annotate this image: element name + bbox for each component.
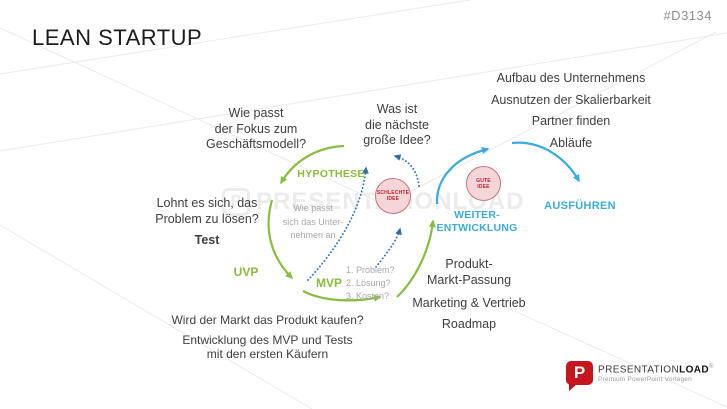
logo-brand: PRESENTATIONLOAD®	[598, 364, 714, 375]
label-uvp: UVP	[233, 265, 259, 279]
logo-tagline: Premium PowerPoint Vorlagen	[598, 376, 692, 384]
list-item: Aufbau des Unternehmens	[496, 71, 646, 85]
text-line: WEITER-	[454, 209, 500, 221]
text-line: sich das Unter-	[282, 216, 344, 227]
question-naechste-idee: Was ist die nächste große Idee?	[337, 102, 457, 149]
list-item: Partner finden	[531, 114, 611, 128]
schlechte-idee-circle: SCHLECHTE IDEE	[375, 178, 411, 214]
label-hypothese: HYPOTHESE	[297, 168, 365, 180]
text-line: der Fokus zum	[214, 121, 298, 136]
text-line: mit den ersten Käufern	[206, 347, 329, 361]
uvp-arrow	[267, 199, 294, 280]
list-item: Abläufe	[549, 135, 593, 150]
text-line: große Idee?	[363, 133, 431, 147]
watermark-line	[0, 0, 471, 75]
text-line: Wie passt	[293, 203, 333, 213]
checklist-item: 2. Lösung?	[346, 278, 391, 288]
checklist-item: 3. Kosten?	[346, 291, 390, 301]
watermark-line	[0, 224, 313, 409]
text-line: ENTWICKLUNG	[436, 221, 518, 234]
text-line: Markt-Passung	[426, 273, 512, 287]
text-line: Entwicklung des MVP und Tests	[182, 333, 353, 347]
text-line: nehmen an	[290, 230, 336, 240]
logo-p-icon: P	[566, 361, 593, 391]
label-test: Test	[194, 233, 220, 247]
note-anpassung: Wie passt sich das Unter- nehmen an	[273, 202, 353, 243]
mvp-checklist: 1. Problem? 2. Lösung? 3. Kosten?	[346, 264, 416, 303]
text-line: Problem zu lösen?	[155, 211, 259, 226]
watermark-line	[489, 299, 727, 408]
text-marketing-vertrieb: Marketing & Vertrieb	[412, 296, 526, 310]
logo-brand-second: LOAD	[679, 364, 710, 376]
pivot-arrow-top	[393, 154, 420, 187]
text-line: Wie passt	[228, 106, 284, 120]
hypothese-arrow	[280, 144, 345, 185]
watermark-line	[384, 31, 717, 206]
text-line: die nächste	[365, 117, 429, 132]
slide-code: #D3134	[663, 8, 712, 23]
question-fokus: Wie passt der Fokus zum Geschäftsmodell?	[186, 106, 326, 153]
logo-textbox: PRESENTATIONLOAD® Premium PowerPoint Vor…	[598, 361, 714, 383]
watermark-line	[0, 27, 386, 206]
presentationload-logo: P PRESENTATIONLOAD® Premium PowerPoint V…	[566, 361, 714, 391]
text-line: Geschäftsmodell?	[205, 137, 307, 151]
gute-idee-circle: GUTE IDEE	[466, 166, 501, 201]
text-line: IDEE	[386, 196, 400, 202]
text-line: GUTE	[476, 177, 491, 184]
pivot-arrow-mid	[375, 227, 402, 268]
build-up-arrow	[396, 219, 436, 298]
registered-mark: ®	[709, 364, 714, 370]
label-ausfuehren: AUSFÜHREN	[544, 200, 616, 212]
text-produkt-markt-passung: Produkt- Markt-Passung	[369, 256, 569, 288]
text-line: Produkt-	[445, 257, 493, 271]
label-mvp: MVP	[315, 276, 342, 290]
text-line: Was ist	[376, 102, 418, 116]
slide-title: LEAN STARTUP	[32, 25, 203, 50]
execute-item-list: Aufbau des Unternehmens Ausnutzen der Sk…	[471, 68, 671, 154]
watermark-p-icon: P	[222, 188, 250, 216]
text-entwicklung: Entwicklung des MVP und Tests mit den er…	[150, 333, 385, 361]
ausfuehren-arrow	[511, 141, 580, 183]
text-line: SCHLECHTE	[376, 190, 410, 196]
checklist-item: 1. Problem?	[346, 265, 395, 275]
mvp-arrow	[302, 290, 382, 302]
watermark-line	[0, 32, 727, 152]
list-item: Ausnutzen der Skalierbarkeit	[491, 92, 651, 107]
text-roadmap: Roadmap	[441, 317, 497, 331]
question-markt: Wird der Markt das Produkt kaufen?	[171, 313, 364, 327]
logo-brand-first: PRESENTATION	[598, 364, 680, 376]
question-lohnt: Lohnt es sich, das Problem zu lösen?	[132, 196, 282, 227]
text-line: Lohnt es sich, das	[156, 196, 258, 210]
text-line: IDEE	[477, 183, 490, 190]
label-weiterentwicklung: WEITER- ENTWICKLUNG	[427, 209, 527, 234]
weiterentwicklung-arrow	[435, 147, 490, 205]
